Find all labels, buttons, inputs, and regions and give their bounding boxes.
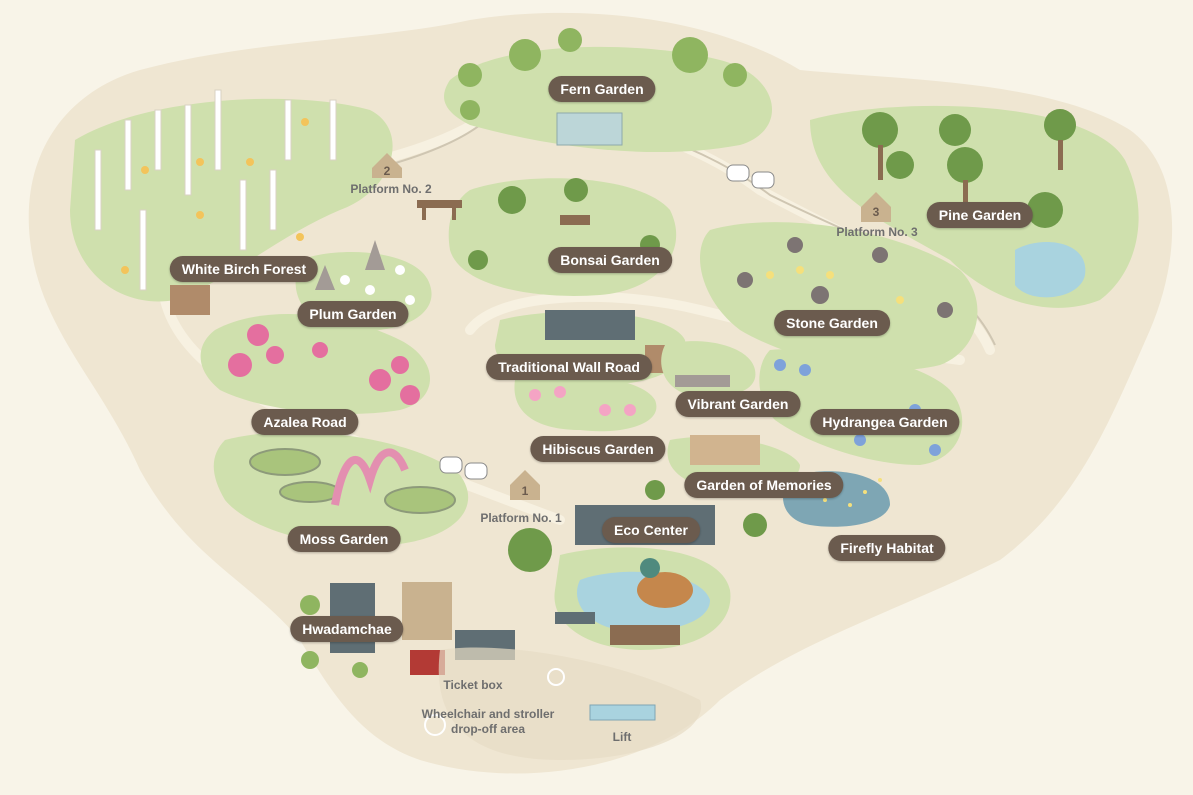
platform-2-sign: 2: [372, 153, 402, 178]
label-platform-2: Platform No. 2: [350, 182, 432, 196]
label-white-birch-forest[interactable]: White Birch Forest: [169, 256, 319, 282]
label-pine-garden[interactable]: Pine Garden: [926, 202, 1034, 228]
pavilion-roof: [555, 612, 595, 624]
greenhouse: [556, 112, 623, 146]
plaza: [438, 647, 702, 760]
bonsai-pot: [560, 215, 590, 225]
label-platform-3: Platform No. 3: [836, 225, 918, 239]
label-platform-1: Platform No. 1: [480, 511, 562, 525]
platform-1-sign: 1: [510, 470, 540, 500]
bonsai-garden-area: [448, 178, 677, 296]
tram-car-bottom: [439, 456, 488, 480]
label-stone-garden[interactable]: Stone Garden: [774, 310, 890, 336]
label-lift: Lift: [612, 730, 632, 744]
mandarin-duck: [637, 572, 693, 608]
pine-pond: [1015, 242, 1086, 298]
hydrangea-garden-area: [759, 349, 963, 465]
label-traditional-wall-road[interactable]: Traditional Wall Road: [486, 354, 652, 380]
platform-number: 3: [873, 205, 880, 219]
traditional-wall: [545, 310, 635, 340]
platform-3-sign: 3: [861, 192, 891, 222]
label-fern-garden[interactable]: Fern Garden: [548, 76, 656, 102]
label-hwadamchae[interactable]: Hwadamchae: [290, 616, 404, 642]
tram-car-top: [726, 164, 775, 189]
hibiscus-garden-area: [514, 375, 657, 432]
lift-structure: [589, 704, 656, 721]
label-firefly-habitat[interactable]: Firefly Habitat: [828, 535, 946, 561]
label-ticket-box: Ticket box: [443, 678, 503, 692]
birch-forest-area: [70, 98, 393, 302]
label-hibiscus-garden[interactable]: Hibiscus Garden: [530, 436, 666, 462]
pavilion: [610, 625, 680, 645]
stone-garden-area: [700, 222, 978, 371]
label-plum-garden[interactable]: Plum Garden: [297, 301, 409, 327]
platform-2-shelter: [417, 200, 462, 220]
platform-number: 1: [522, 484, 529, 498]
label-bonsai-garden[interactable]: Bonsai Garden: [548, 247, 672, 273]
label-garden-of-memories[interactable]: Garden of Memories: [684, 472, 844, 498]
drop-marker-2: [547, 668, 565, 686]
label-dropoff-area: Wheelchair and stroller drop-off area: [421, 707, 555, 736]
arch-bridge: [331, 448, 409, 506]
dropoff-marker: [424, 714, 446, 736]
hwadamchae-building-2: [402, 582, 452, 640]
label-vibrant-garden[interactable]: Vibrant Garden: [675, 391, 801, 417]
label-eco-center[interactable]: Eco Center: [602, 517, 700, 543]
water-wheel-1: [170, 285, 210, 315]
label-azalea-road[interactable]: Azalea Road: [251, 409, 359, 435]
label-hydrangea-garden[interactable]: Hydrangea Garden: [810, 409, 960, 435]
memories-building: [690, 435, 760, 465]
label-moss-garden[interactable]: Moss Garden: [287, 526, 401, 552]
platform-number: 2: [384, 164, 391, 178]
